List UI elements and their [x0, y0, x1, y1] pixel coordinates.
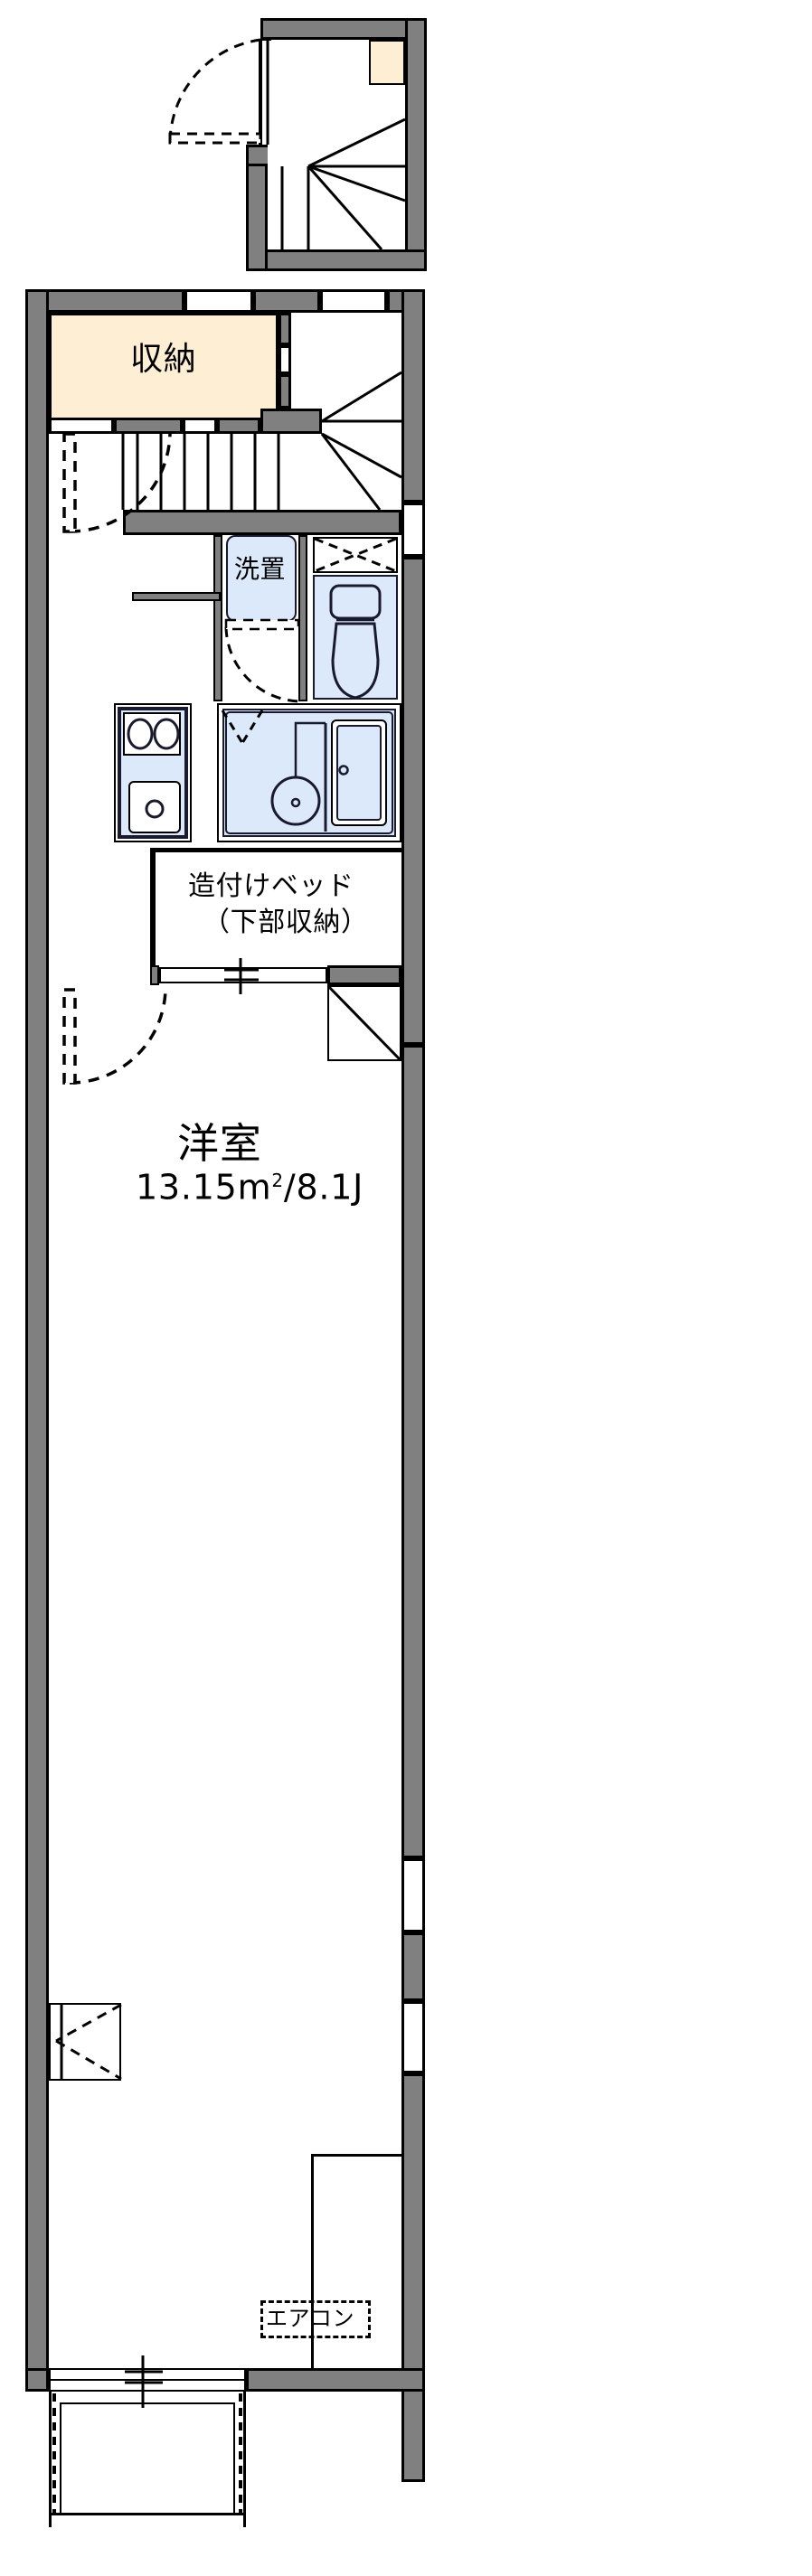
laundry-label: 洗置: [234, 554, 287, 584]
window-right-1: [401, 503, 425, 557]
upper-wall-right: [405, 18, 427, 271]
room-storage: [49, 313, 279, 421]
outer-wall-top-left: [25, 289, 184, 313]
storage-bottom-wall-1: [114, 418, 183, 434]
outer-wall-right-b: [401, 557, 425, 1045]
window-right-3: [401, 2001, 425, 2073]
bed-sliding-door: [159, 967, 327, 983]
balcony-door-rail: [49, 2379, 246, 2381]
outer-wall-bottom-left-stub: [25, 2368, 49, 2392]
bed-wall-top: [150, 848, 401, 852]
upper-small-storage: [369, 40, 405, 85]
window-top-1: [184, 289, 253, 313]
balcony-edge-bottom: [49, 2513, 246, 2515]
toilet-upper-cabinet: [313, 537, 398, 573]
stair-landing-floor: [291, 313, 401, 421]
storage-right-opening: [279, 345, 291, 374]
washing-machine-space: [226, 535, 297, 622]
balcony-rail-inner-l: [60, 2402, 61, 2513]
outer-wall-right-d: [401, 1932, 425, 2001]
bathtub-fill: [336, 725, 382, 821]
builtin-bed-area: [150, 848, 401, 967]
aircon-alcove-line-h: [311, 2154, 401, 2157]
area-superscript: 2: [271, 1170, 284, 1191]
hall-partition-right: [298, 535, 307, 701]
outer-wall-top-mid: [253, 289, 320, 313]
balcony-edge-right: [243, 2392, 246, 2527]
storage-bottom-opening-2: [183, 418, 217, 434]
right-closet: [327, 985, 401, 1061]
outer-wall-bottom-right: [246, 2368, 425, 2392]
toilet-floor: [313, 575, 398, 700]
upper-wall-top: [260, 18, 427, 40]
builtin-bed-label-line2: （下部収納）: [203, 907, 369, 938]
upper-door-jamb: [259, 40, 262, 145]
storage-bottom-opening-1: [49, 418, 114, 434]
area-unit: m: [237, 1167, 272, 1208]
aircon-alcove-line-v: [311, 2154, 314, 2371]
window-right-2: [401, 1858, 425, 1932]
stove-burner-plate: [123, 712, 181, 756]
outer-wall-right-c: [401, 1045, 425, 1858]
balcony-rail-inner: [60, 2402, 235, 2404]
window-top-2: [320, 289, 387, 313]
bed-wall-left: [150, 848, 156, 971]
bed-door-jamb-left: [150, 965, 159, 985]
upper-wall-bottom: [246, 249, 427, 271]
hall-partition-left: [213, 535, 222, 701]
stair-bottom-wall: [123, 510, 401, 535]
kitchen-sink-basin: [128, 781, 181, 833]
bed-door-jamb-right: [327, 965, 401, 985]
aircon-label: エアコン: [266, 2306, 354, 2331]
upper-door-frame-line: [260, 38, 271, 41]
outer-wall-right-a: [401, 289, 425, 503]
main-room-label: 洋室: [177, 1119, 262, 1168]
builtin-bed-label-line1: 造付けベッド: [188, 870, 354, 902]
hall-partition-left-spur: [132, 592, 221, 601]
area-number: 13.15: [136, 1167, 238, 1208]
stair-head-wall: [260, 409, 322, 434]
outer-wall-right-e: [401, 2073, 425, 2482]
outer-wall-left: [25, 289, 49, 2388]
storage-right-wall-a: [279, 313, 291, 345]
storage-label: 収納: [130, 341, 197, 378]
balcony-edge-left: [49, 2392, 52, 2527]
storage-bottom-wall-2: [217, 418, 260, 434]
balcony-rail-inner-r: [233, 2402, 235, 2513]
area-tatami: /8.1J: [283, 1167, 364, 1208]
aircon-outline: [260, 2300, 371, 2338]
room-main: [49, 985, 327, 2368]
balcony: [49, 2392, 246, 2527]
left-window-door: [49, 2003, 121, 2081]
storage-right-wall-b: [279, 374, 291, 409]
main-room-area: 13.15m2/8.1J: [136, 1161, 364, 1207]
